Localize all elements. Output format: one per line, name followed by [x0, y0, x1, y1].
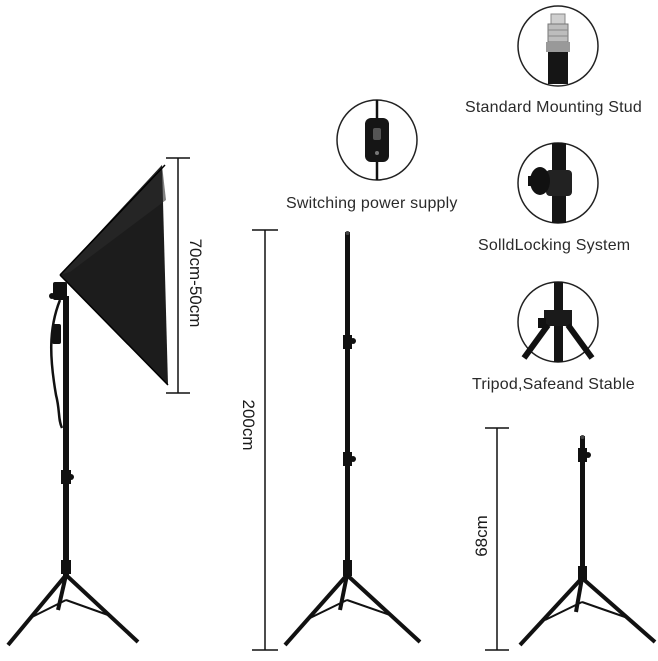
tall-light-stand — [283, 231, 422, 647]
softbox-dimension-marker — [166, 157, 190, 394]
mounting-stud-icon — [546, 42, 570, 52]
inline-switch — [52, 324, 61, 344]
folded-dimension-marker — [485, 427, 509, 651]
tripod-label: Tripod,Safeand Stable — [472, 376, 635, 393]
locking-knob-icon — [546, 170, 572, 196]
mounting-stud-detail-circle — [517, 5, 599, 87]
softbox — [60, 165, 168, 385]
tripod-joint-icon — [544, 310, 572, 326]
softbox-size-label: 70cm-50cm — [186, 238, 205, 328]
tripod-detail-circle — [517, 281, 599, 363]
folded-height-label: 68cm — [472, 515, 491, 557]
height-dimension-marker — [252, 229, 278, 651]
locking-system-label: SolldLocking System — [478, 237, 631, 254]
power-supply-label: Switching power supply — [286, 195, 458, 212]
switch-detail-circle — [336, 99, 418, 181]
locking-system-detail-circle — [517, 142, 599, 224]
folded-light-stand — [518, 435, 657, 647]
stand-height-label: 200cm — [239, 399, 258, 451]
softbox-light-stand — [6, 164, 169, 647]
mounting-stud-label: Standard Mounting Stud — [465, 99, 642, 116]
